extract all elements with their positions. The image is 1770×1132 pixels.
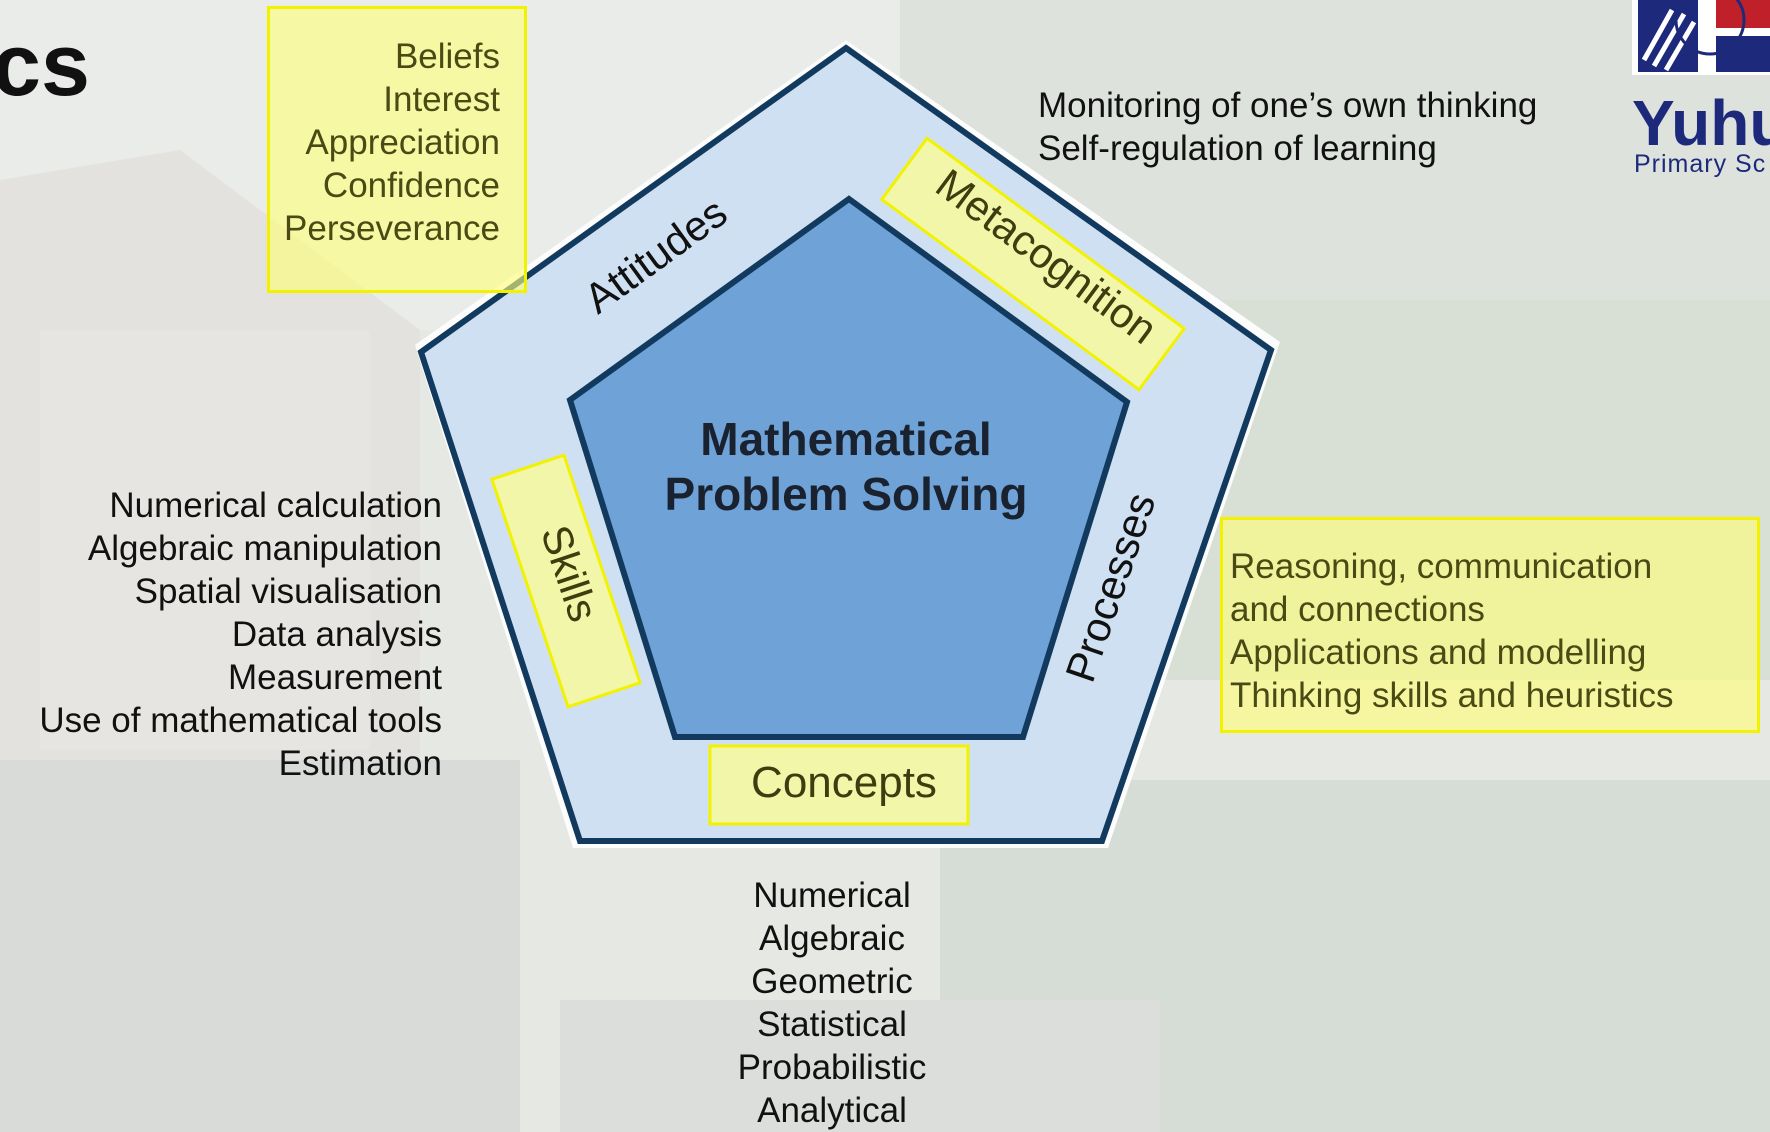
metacognition-list: Monitoring of one’s own thinking Self-re…: [1038, 84, 1537, 170]
metacognition-highlight: [879, 136, 1187, 392]
concept-item: Numerical: [753, 876, 911, 915]
process-item: Thinking skills and heuristics: [1230, 676, 1674, 715]
skill-item: Data analysis: [231, 615, 442, 654]
page-title: cs: [0, 15, 90, 114]
attitude-item: Beliefs: [394, 37, 500, 76]
process-item: Reasoning, communication: [1230, 547, 1653, 586]
skill-item: Algebraic manipulation: [87, 529, 442, 568]
skill-item: Measurement: [228, 658, 442, 697]
logo-name: Yuhu: [1632, 87, 1770, 159]
metacognition-item: Monitoring of one’s own thinking: [1038, 86, 1538, 125]
attitudes-box: [267, 6, 527, 293]
skills-highlight: [489, 453, 643, 709]
skill-item: Numerical calculation: [109, 486, 442, 525]
center-label-line2: Problem Solving: [665, 468, 1028, 520]
concepts-list: Numerical Algebraic Geometric Statistica…: [682, 874, 982, 1132]
concept-item: Geometric: [751, 962, 913, 1001]
school-logo-icon: [1632, 0, 1770, 75]
concept-item: Probabilistic: [737, 1048, 927, 1087]
center-label-line1: Mathematical: [700, 413, 991, 465]
skills-list: Numerical calculation Algebraic manipula…: [10, 484, 442, 785]
concept-item: Analytical: [757, 1091, 907, 1130]
processes-list: Reasoning, communication and connections…: [1230, 545, 1674, 717]
metacognition-item: Self-regulation of learning: [1038, 129, 1437, 168]
attitudes-list: Beliefs Interest Appreciation Confidence…: [267, 35, 500, 250]
concept-item: Statistical: [757, 1005, 907, 1044]
inner-pentagon: [566, 195, 1131, 740]
concepts-label: Concepts: [751, 758, 937, 807]
process-item: Applications and modelling: [1230, 633, 1647, 672]
skill-item: Use of mathematical tools: [39, 701, 442, 740]
skill-item: Estimation: [278, 744, 442, 783]
logo-subtitle: Primary Sc: [1634, 150, 1767, 178]
attitude-item: Perseverance: [284, 209, 500, 248]
concept-item: Algebraic: [759, 919, 905, 958]
process-item: and connections: [1230, 590, 1485, 629]
attitude-item: Interest: [383, 80, 500, 119]
attitude-item: Confidence: [322, 166, 500, 205]
concepts-highlight: [708, 744, 970, 826]
skill-item: Spatial visualisation: [134, 572, 442, 611]
attitude-item: Appreciation: [305, 123, 500, 162]
processes-box: [1220, 517, 1760, 733]
